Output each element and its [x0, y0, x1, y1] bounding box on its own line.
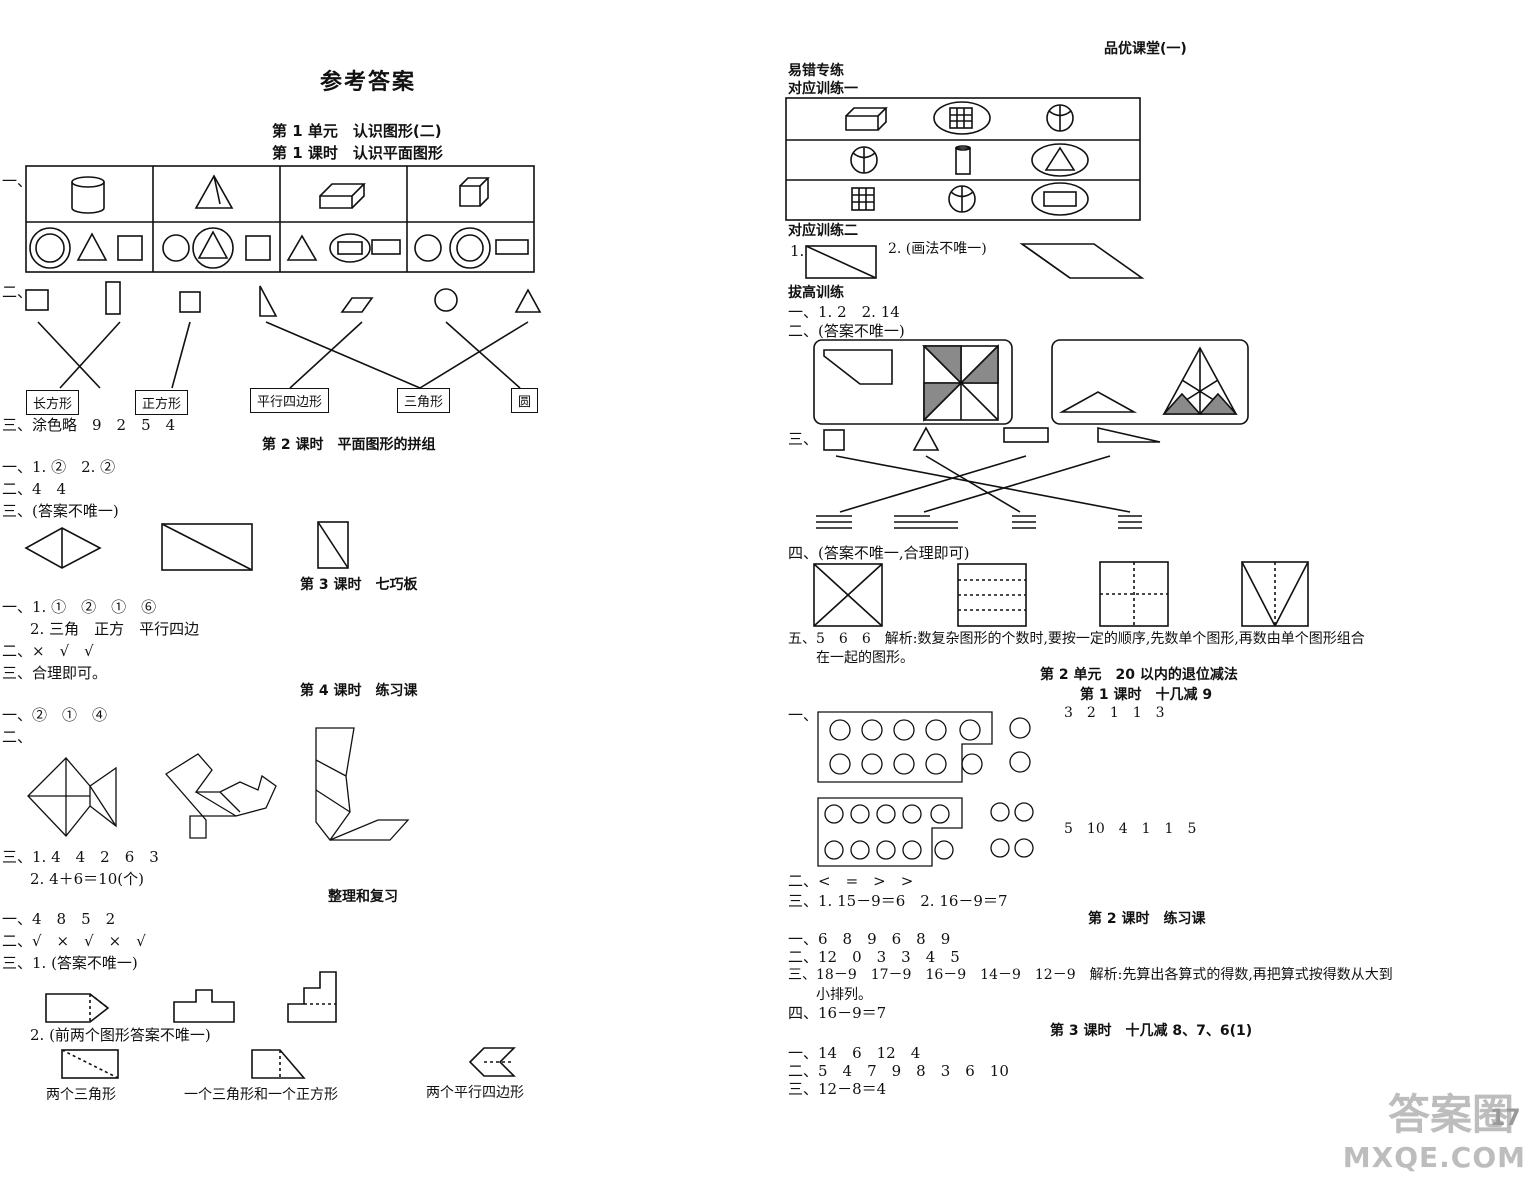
shape-table — [25, 165, 535, 273]
lesson2-title: 第 2 课时 平面图形的拼组 — [262, 437, 436, 453]
advance-q2-figures — [813, 339, 1249, 425]
training1-table — [785, 97, 1141, 221]
watermark-logo: 答案圈 — [1387, 1090, 1514, 1139]
answer-line: 四、(答案不唯一,合理即可) — [788, 544, 970, 562]
cylinder-icon — [71, 176, 105, 214]
section-title: 对应训练二 — [788, 223, 858, 239]
lesson-title: 第 1 课时 十几减 9 — [1080, 687, 1213, 703]
shape-name-box: 长方形 — [26, 390, 80, 415]
answer-line: 5 10 4 1 1 5 — [1064, 821, 1197, 837]
answer-line: 一、1. ② 2. ② — [2, 458, 116, 476]
answer-line: 三、12－8＝4 — [788, 1080, 887, 1098]
tangram-figures — [27, 727, 410, 842]
answer-line: 3 2 1 1 3 — [1064, 705, 1165, 721]
split-figures — [24, 521, 349, 571]
shape-name-box: 平行四边形 — [250, 388, 330, 413]
advance-q4-figures — [813, 561, 1309, 627]
answer-line: 二、12 0 3 3 4 5 — [788, 948, 960, 966]
page-title: 参考答案 — [320, 70, 417, 95]
answer-line: 三、(答案不唯一) — [2, 502, 119, 520]
page-number: 17 — [1490, 1106, 1521, 1131]
section-title: 拔高训练 — [788, 285, 844, 301]
review-title: 整理和复习 — [328, 889, 398, 905]
count-pictures — [817, 711, 1034, 867]
answer-line: 一、6 8 9 6 8 9 — [788, 930, 951, 948]
q3-line: 三、涂色略 9 2 5 4 — [2, 416, 176, 434]
answer-line: 2. 4＋6＝10(个) — [30, 870, 144, 888]
answer-line: 1. — [790, 242, 805, 260]
answer-line: 三、1. 15－9＝6 2. 16－9＝7 — [788, 892, 1008, 910]
unit2-title: 第 2 单元 20 以内的退位减法 — [1040, 667, 1238, 683]
advance-q3-figures — [816, 426, 1161, 529]
lesson3-title: 第 3 课时 七巧板 — [300, 577, 418, 593]
page-header: 品优课堂(一) — [1104, 41, 1187, 57]
pyramid-icon — [194, 174, 234, 209]
answer-line: 三、1. 4 4 2 6 3 — [2, 848, 159, 866]
section-title: 易错专练 — [788, 63, 844, 79]
lesson-title: 第 2 课时 练习课 — [1088, 911, 1206, 927]
answer-line: 一、② ① ④ — [2, 706, 108, 724]
answer-line: 一、1. ① ② ① ⑥ — [2, 598, 157, 616]
lesson1-title: 第 1 课时 认识平面图形 — [272, 144, 443, 162]
lesson-title: 第 3 课时 十几减 8、7、6(1) — [1050, 1023, 1253, 1039]
answer-line: 五、5 6 6 解析:数复杂图形的个数时,要按一定的顺序,先数单个图形,再数由单… — [788, 631, 1365, 647]
lesson4-title: 第 4 课时 练习课 — [300, 683, 418, 699]
shape-name-box: 圆 — [511, 388, 539, 413]
shape-name-box: 三角形 — [397, 388, 451, 413]
answer-line: 二、(答案不唯一) — [788, 322, 905, 340]
shape-name-box: 正方形 — [135, 390, 189, 415]
watermark-url: MXQE.COM — [1342, 1141, 1526, 1174]
answer-line: 四、16－9＝7 — [788, 1004, 887, 1022]
answer-line: 一、14 6 12 4 — [788, 1044, 921, 1062]
answer-line: 三、 — [788, 430, 819, 448]
answer-line: 三、18－9 17－9 16－9 14－9 12－9 解析:先算出各算式的得数,… — [788, 967, 1393, 983]
answer-line: 一、4 8 5 2 — [2, 910, 116, 928]
matching-shapes — [25, 281, 542, 389]
answer-line: 三、1. (答案不唯一) — [2, 954, 138, 972]
answer-line: 二、4 4 — [2, 480, 67, 498]
answer-line: 二、√ × √ × √ — [2, 932, 146, 950]
review-figures — [45, 971, 516, 1079]
q2-label: 二、 — [2, 283, 33, 301]
answer-line: 二、< = > > — [788, 872, 914, 890]
answer-line: 2. (前两个图形答案不唯一) — [30, 1026, 211, 1044]
answer-line: 三、合理即可。 — [2, 664, 108, 682]
cuboid-icon — [319, 183, 366, 209]
q1-label: 一、 — [2, 172, 33, 190]
answer-line: 一、1. 2 2. 14 — [788, 303, 900, 321]
figure-caption: 两个平行四边形 — [426, 1085, 524, 1101]
answer-line: 一、 — [788, 706, 819, 724]
figure-caption: 一个三角形和一个正方形 — [184, 1087, 338, 1103]
answer-line: 2. (画法不唯一) — [888, 241, 987, 257]
section-title: 对应训练一 — [788, 81, 858, 97]
figure-caption: 两个三角形 — [46, 1087, 116, 1103]
unit1-title: 第 1 单元 认识图形(二) — [272, 122, 442, 140]
answer-line: 小排列。 — [816, 987, 872, 1003]
cube-icon — [459, 177, 490, 207]
answer-line: 二、5 4 7 9 8 3 6 10 — [788, 1062, 1009, 1080]
answer-line: 2. 三角 正方 平行四边 — [30, 620, 200, 638]
training2-figures — [805, 243, 1145, 279]
answer-line: 二、 — [2, 728, 33, 746]
answer-line: 在一起的图形。 — [816, 650, 914, 666]
answer-line: 二、× √ √ — [2, 642, 94, 660]
